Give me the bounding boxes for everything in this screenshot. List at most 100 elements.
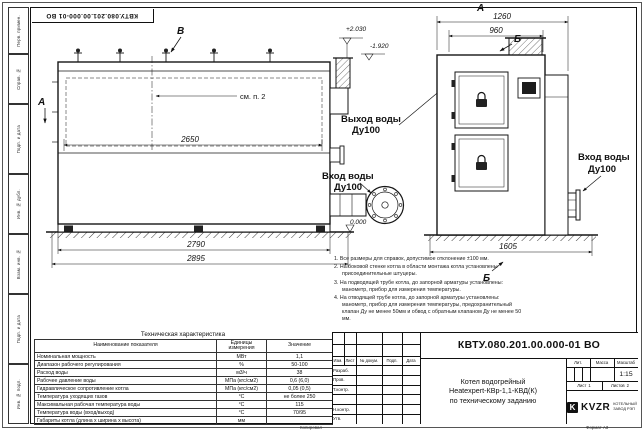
spec-cell: %: [216, 360, 267, 370]
spec-cell: 0,6 (6,0): [266, 376, 333, 386]
spec-cell: 50-100: [266, 360, 333, 370]
spec-cell: 0,05 (0,5): [266, 384, 333, 394]
elevation-top: +2.030: [346, 26, 366, 33]
inlet-pipe-right: [567, 192, 577, 218]
spec-row: Габариты котла (длина х ширина х высота)…: [34, 416, 333, 426]
tb-sheet-cell: Лист 1: [566, 381, 602, 390]
tb-mass-label: Масса: [595, 360, 609, 365]
tb-label-tkontr: Т.контр.: [333, 387, 349, 392]
spec-cell: МПа (кгс/см2): [216, 376, 267, 386]
spec-cell: 1,1: [266, 352, 333, 362]
tb-header-data: Дата: [406, 358, 416, 363]
tb-label-nkontr: Н.контр.: [333, 406, 350, 412]
view-arrow-b: [170, 36, 182, 53]
inlet-flange-right: [575, 189, 581, 221]
company-name-line1: КОТЕЛЬНЫЙ: [613, 402, 638, 407]
spec-cell: °С: [216, 400, 267, 410]
spec-header-value: Значение: [266, 338, 333, 354]
spec-cell: мм: [216, 416, 267, 426]
tb-scale-label: Масштаб: [617, 360, 635, 365]
spec-row: Диапазон рабочего регулирования%50-100: [34, 360, 333, 370]
tb-label-utv: Утв.: [333, 416, 342, 422]
boiler-body: [57, 61, 331, 225]
tb-header-podp: Подп.: [386, 358, 398, 363]
margin-label-inv-podl: Инв. № подл.: [8, 364, 29, 424]
ground-hatch: [426, 235, 596, 241]
copied-label: Копировал: [300, 424, 323, 430]
view-marker-a: А: [476, 3, 484, 14]
spec-cell: м3/ч: [216, 368, 267, 378]
flue-duct: [329, 87, 349, 115]
hinge: [451, 80, 455, 87]
note-2: 2. На боковой стенке котла в области мон…: [334, 264, 498, 278]
inlet-right-dn-label: Ду100: [588, 164, 616, 175]
tb-header-dokum: № докум.: [359, 358, 379, 363]
dimension-1260: 1260: [493, 12, 511, 21]
padlock-icon: [477, 154, 486, 162]
inlet-dn-label: Ду100: [334, 182, 362, 193]
tb-product-title: Котел водогрейный Heatexpert-КВр-1,1-КВД…: [421, 359, 565, 423]
inlet-label-leader: [359, 182, 372, 194]
spec-cell: Габариты котла (длина х ширина х высота): [34, 416, 217, 426]
tb-scale-value: 1:15: [619, 370, 633, 378]
company-name: КОТЕЛЬНЫЙ ЗАВОД РЭП: [613, 402, 637, 411]
anchor-bolt: [316, 225, 325, 232]
lower-door: [451, 134, 509, 192]
spec-cell: Расход воды: [34, 368, 217, 378]
view-marker-b: В: [177, 26, 184, 37]
section-marker-b-top: Б: [514, 34, 521, 45]
section-marker-a: А: [37, 97, 45, 108]
spec-cell: МВт: [216, 352, 267, 362]
outlet-flange-edge: [339, 145, 345, 165]
outlet-label: Выход воды: [341, 114, 401, 125]
spec-cell: МПа (кгс/см2): [216, 384, 267, 394]
tb-product-title-line3: по техническому заданию: [449, 395, 537, 405]
title-block: Изм. Лист № докум. Подп. Дата Разраб. Пр…: [332, 332, 638, 424]
section-marker-b-bottom: Б: [483, 273, 490, 284]
inlet-connector: [329, 193, 367, 217]
ground-hatch: [48, 232, 352, 238]
section-arrow-b-top: [499, 43, 513, 52]
inlet-flange: [365, 185, 405, 225]
right-view: Вход воды Ду100 А Б Б 1260 960: [424, 3, 630, 284]
inspection-window: [522, 82, 536, 94]
anchor-bolt: [194, 225, 203, 232]
dimension-2650: 2650: [180, 135, 199, 144]
hinge: [451, 112, 455, 119]
spec-cell: Рабочее давление воды: [34, 376, 217, 386]
format-label: Формат А3: [586, 424, 609, 430]
see-note-callout: см. п. 2: [240, 92, 265, 101]
spec-cell: 70/95: [266, 408, 333, 418]
tb-sheets-cell: Листов 2: [602, 381, 638, 390]
outlet-stub: [329, 147, 341, 163]
company-name-line2: ЗАВОД РЭП: [613, 407, 635, 411]
margin-label-podp-data-2: Подп. и дата: [8, 294, 29, 364]
top-stamp: КВТУ.080.201.00.000-01 ВО: [31, 8, 154, 23]
tb-product-title-line2: Heatexpert-КВр-1,1-КВД(К): [449, 386, 537, 396]
spec-header-row: Наименование показателя Единицы измерени…: [34, 338, 333, 354]
hinge: [451, 143, 455, 150]
spec-cell: не более 250: [266, 392, 333, 402]
margin-label-sprav: Справ. №: [8, 54, 29, 104]
note-3: 3. На подводящей трубе котла, до запорно…: [334, 279, 504, 293]
spec-cell: 115: [266, 400, 333, 410]
spec-table-block: Техническая характеристика Наименование …: [34, 331, 333, 426]
margin-label-perv-primen: Перв. примен.: [8, 7, 29, 54]
note-1: 1. Все размеры для справок, допустимое о…: [334, 256, 489, 262]
tb-product-title-line1: Котел водогрейный: [460, 376, 526, 386]
tb-company-cell: K KVZR КОТЕЛЬНЫЙ ЗАВОД РЭП: [566, 390, 638, 424]
kvzr-logo-text: KVZR: [580, 401, 611, 413]
section-arrow-b-bottom: [491, 261, 504, 272]
margin-label-podp-data-1: Подп. и дата: [8, 104, 29, 174]
spec-cell: 38: [266, 368, 333, 378]
note-4: 4. На отводящей трубе котла, до запорной…: [334, 295, 522, 323]
